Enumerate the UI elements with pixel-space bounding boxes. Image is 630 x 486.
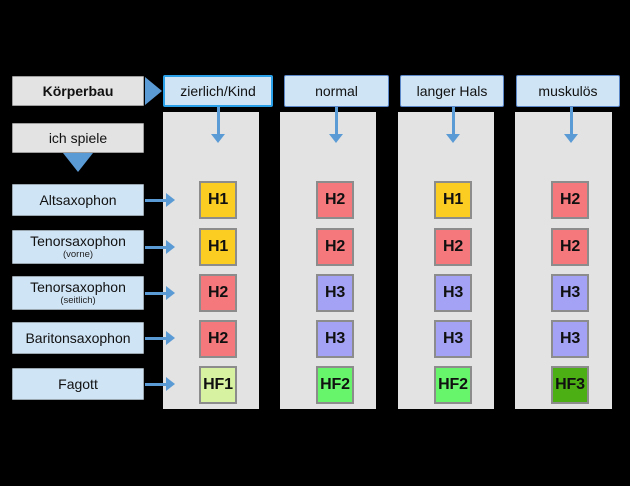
matrix-cell[interactable]: H3	[434, 320, 472, 358]
matrix-cell[interactable]: H2	[551, 228, 589, 266]
row-label-text: Tenorsaxophon	[30, 278, 126, 295]
matrix-cell[interactable]: H3	[551, 320, 589, 358]
matrix-cell[interactable]: H2	[316, 181, 354, 219]
koerperbau-box[interactable]: Körperbau	[12, 76, 144, 106]
matrix-cell[interactable]: H2	[199, 320, 237, 358]
row-label-baritonsaxophon[interactable]: Baritonsaxophon	[12, 322, 144, 354]
header-arrow-line-1	[217, 107, 220, 135]
matrix-cell[interactable]: H2	[316, 228, 354, 266]
row-label-altsaxophon[interactable]: Altsaxophon	[12, 184, 144, 216]
matrix-cell[interactable]: H1	[199, 228, 237, 266]
matrix-cell[interactable]: H3	[316, 274, 354, 312]
row-label-tenorsaxophon-vorne[interactable]: Tenorsaxophon (vorne)	[12, 230, 144, 264]
ich-spiele-label: ich spiele	[48, 129, 108, 146]
ich-spiele-box[interactable]: ich spiele	[12, 123, 144, 153]
header-arrow-line-2	[335, 107, 338, 135]
ich-spiele-arrow-icon	[63, 153, 93, 172]
row-label-text: Baritonsaxophon	[25, 329, 131, 346]
column-header-label: langer Hals	[416, 83, 488, 99]
column-header-langer-hals[interactable]: langer Hals	[400, 75, 504, 107]
column-header-muskuloes[interactable]: muskulös	[516, 75, 620, 107]
row-arrow-line-5	[145, 383, 167, 386]
column-header-label: zierlich/Kind	[180, 83, 256, 99]
koerperbau-arrow-icon	[145, 77, 162, 105]
column-header-normal[interactable]: normal	[284, 75, 389, 107]
column-header-zierlich-kind[interactable]: zierlich/Kind	[163, 75, 273, 107]
row-arrow-head-4	[166, 331, 175, 345]
matrix-cell[interactable]: H2	[551, 181, 589, 219]
row-label-fagott[interactable]: Fagott	[12, 368, 144, 400]
row-arrow-line-3	[145, 292, 167, 295]
header-arrow-head-4	[564, 134, 578, 143]
header-arrow-line-4	[570, 107, 573, 135]
matrix-cell[interactable]: H2	[434, 228, 472, 266]
row-label-text: Fagott	[58, 375, 98, 392]
header-arrow-head-3	[446, 134, 460, 143]
matrix-cell[interactable]: H3	[434, 274, 472, 312]
row-label-text: Altsaxophon	[39, 191, 117, 208]
matrix-cell[interactable]: H3	[551, 274, 589, 312]
matrix-cell[interactable]: HF1	[199, 366, 237, 404]
header-arrow-head-2	[329, 134, 343, 143]
matrix-cell[interactable]: HF3	[551, 366, 589, 404]
row-label-sublabel: (vorne)	[62, 248, 94, 260]
matrix-cell[interactable]: HF2	[434, 366, 472, 404]
matrix-cell[interactable]: H2	[199, 274, 237, 312]
row-arrow-head-5	[166, 377, 175, 391]
row-arrow-line-1	[145, 199, 167, 202]
row-arrow-head-1	[166, 193, 175, 207]
column-header-label: normal	[315, 83, 358, 99]
row-label-text: Tenorsaxophon	[30, 232, 126, 249]
column-header-label: muskulös	[538, 83, 598, 99]
row-arrow-line-4	[145, 337, 167, 340]
row-label-sublabel: (seitlich)	[60, 294, 96, 306]
matrix-cell[interactable]: H1	[434, 181, 472, 219]
header-arrow-line-3	[452, 107, 455, 135]
matrix-cell[interactable]: H3	[316, 320, 354, 358]
matrix-cell[interactable]: HF2	[316, 366, 354, 404]
row-arrow-head-2	[166, 240, 175, 254]
row-label-tenorsaxophon-seitlich[interactable]: Tenorsaxophon (seitlich)	[12, 276, 144, 310]
koerperbau-label: Körperbau	[42, 82, 114, 99]
header-arrow-head-1	[211, 134, 225, 143]
row-arrow-head-3	[166, 286, 175, 300]
matrix-cell[interactable]: H1	[199, 181, 237, 219]
row-arrow-line-2	[145, 246, 167, 249]
